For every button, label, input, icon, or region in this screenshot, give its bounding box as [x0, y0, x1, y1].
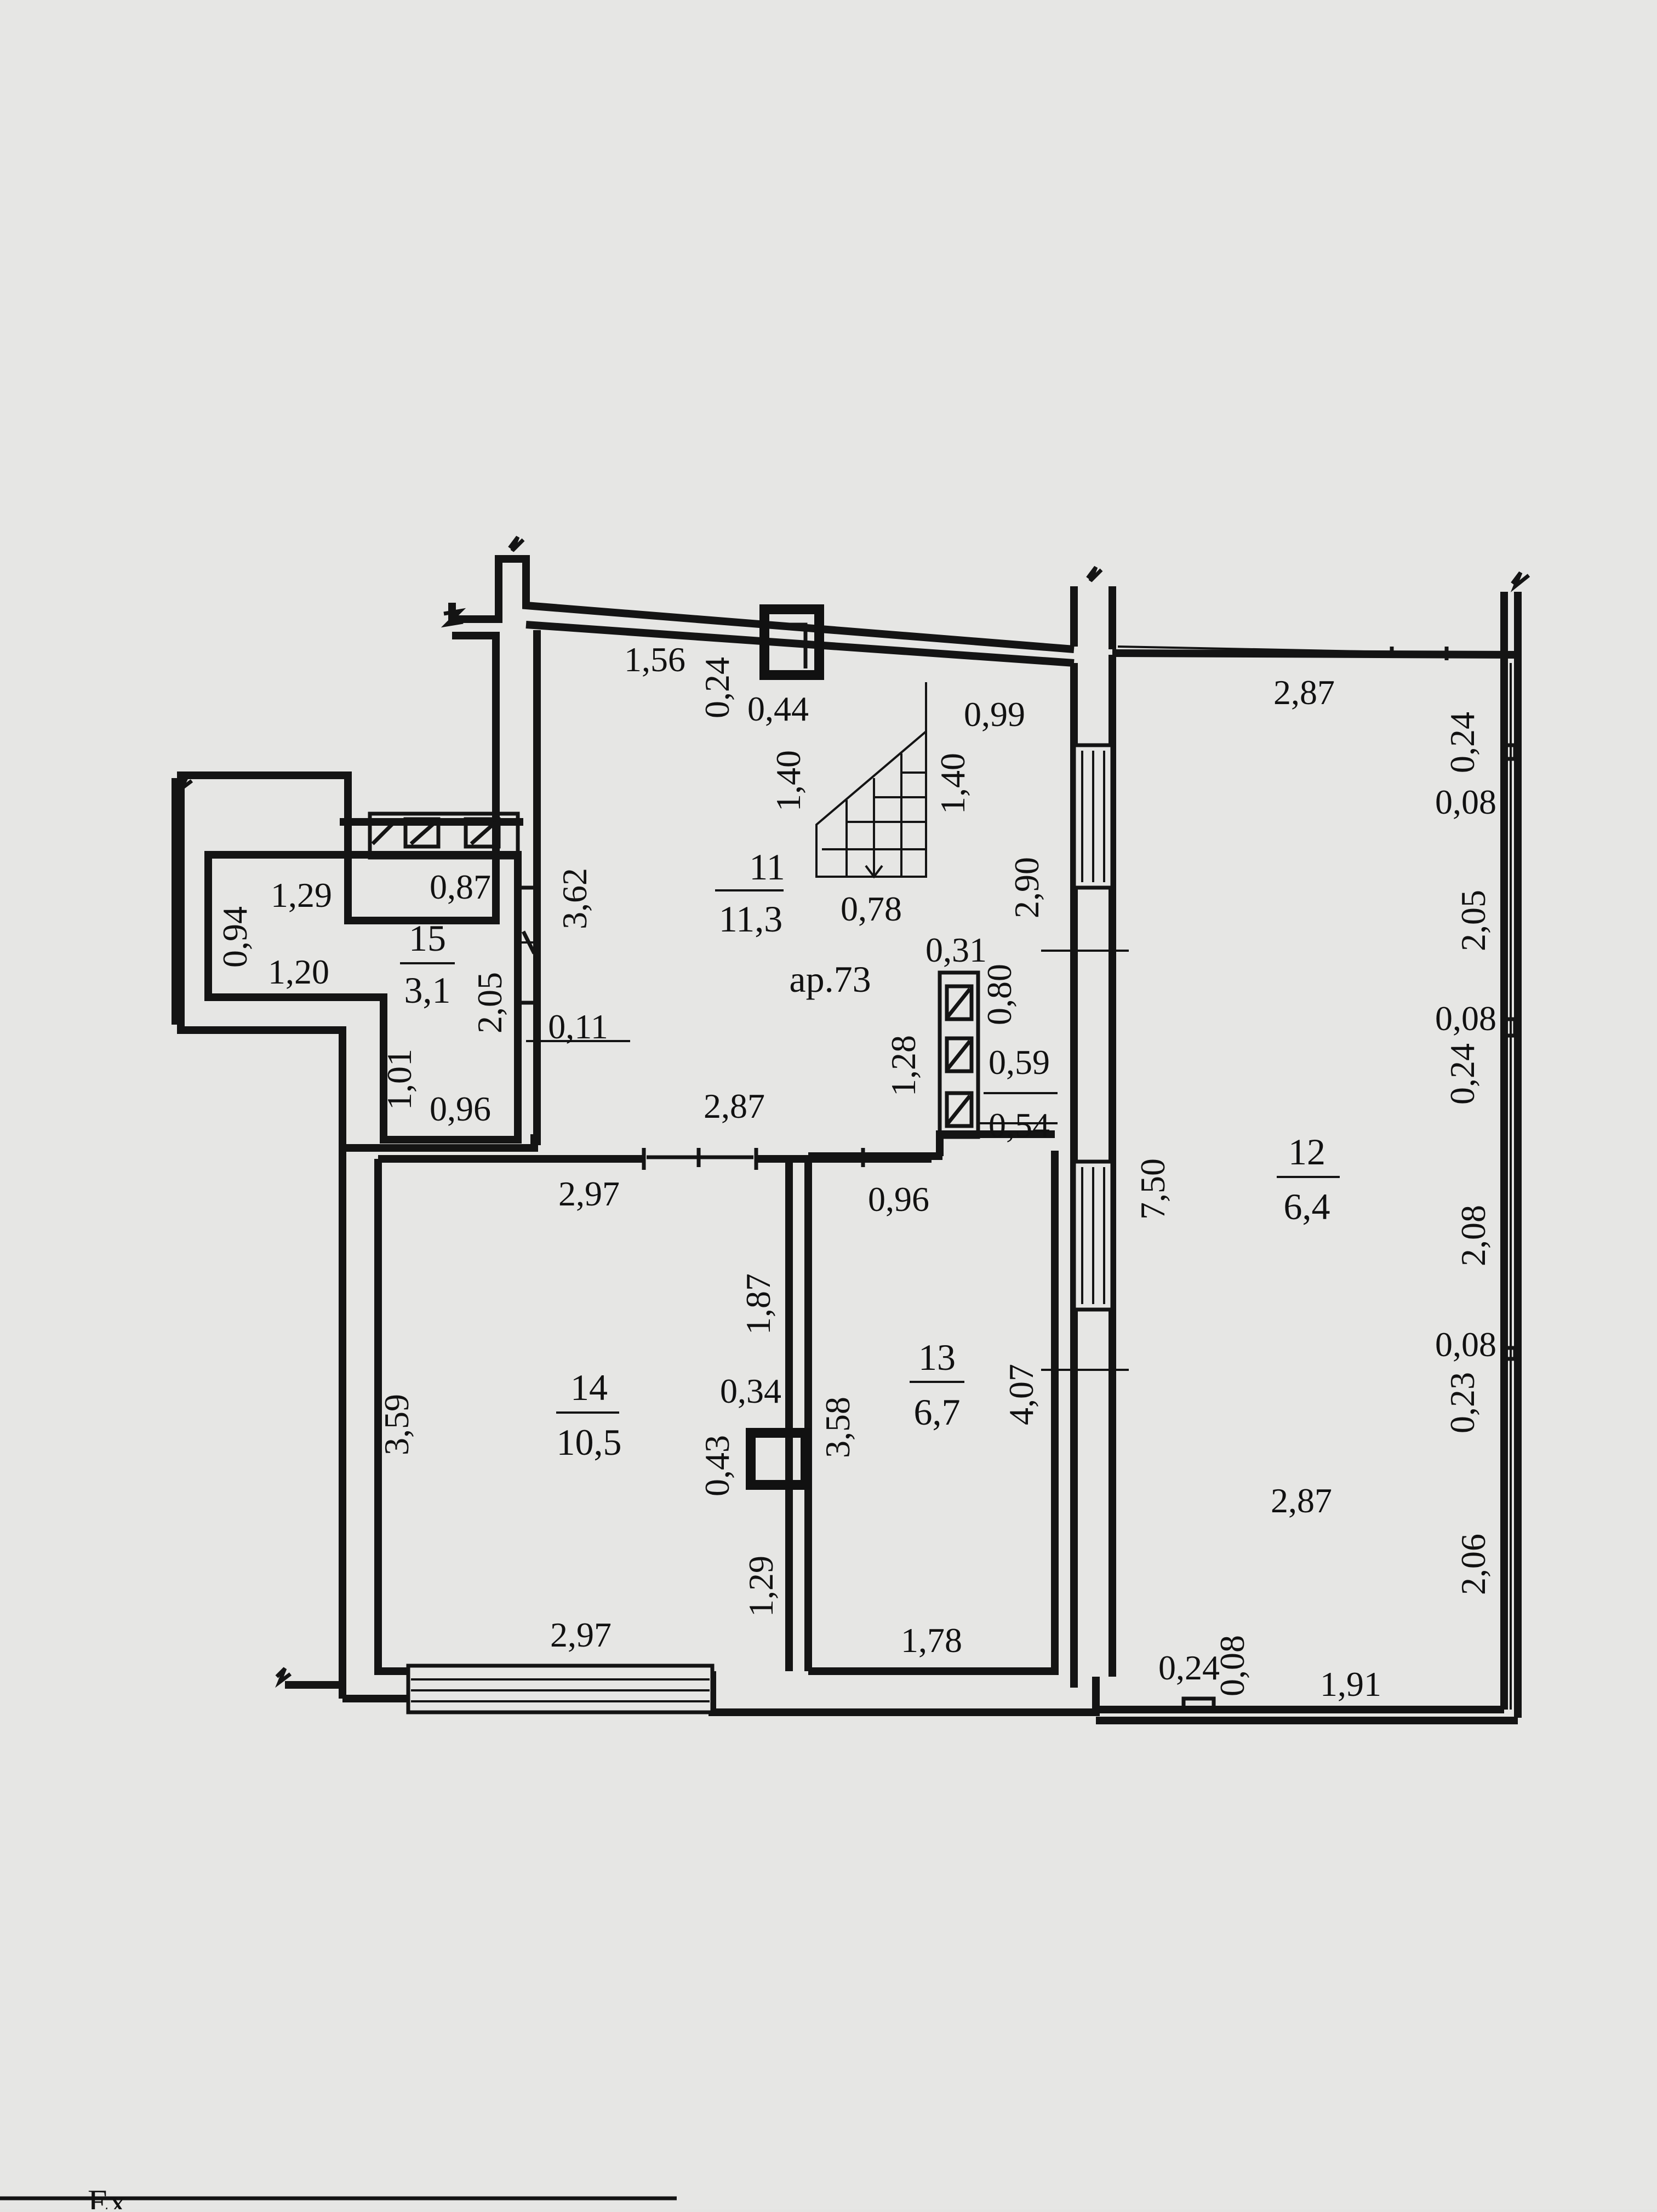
- dim-label: 4,07: [1002, 1364, 1041, 1425]
- dim-label: 0,44: [747, 689, 809, 728]
- dim-label: 2,97: [558, 1174, 620, 1213]
- dim-label: 0,08: [1435, 999, 1496, 1038]
- dim-label: 2,87: [704, 1087, 765, 1125]
- dim-label: 3,58: [818, 1397, 857, 1458]
- dim-label: 0,54: [989, 1106, 1050, 1145]
- window-room14: [406, 1664, 715, 1714]
- room-11-number: 11: [749, 846, 785, 888]
- dim-label: 0,08: [1213, 1635, 1252, 1696]
- room-13-number: 13: [918, 1336, 956, 1378]
- dim-label: 0,80: [980, 964, 1019, 1025]
- room-14-number: 14: [570, 1367, 608, 1408]
- dimension-labels: 1,56 0,24 0,44 0,99 1,40 1,40 0,78 3,62 …: [215, 640, 1496, 1704]
- room-15-area: 3,1: [404, 969, 451, 1011]
- dim-label: 0,87: [430, 867, 491, 906]
- room-13-area: 6,7: [914, 1391, 961, 1433]
- dim-label: 0,34: [720, 1371, 781, 1410]
- dim-label: 0,24: [698, 657, 736, 718]
- dim-label: 2,08: [1454, 1205, 1493, 1266]
- columns: [746, 604, 824, 1490]
- dim-label: 0,31: [925, 930, 987, 969]
- dim-label: 2,97: [550, 1615, 612, 1654]
- dim-label: 1,40: [769, 750, 808, 811]
- dim-label: 1,78: [901, 1621, 962, 1660]
- dim-label: 0,24: [1158, 1648, 1220, 1687]
- dim-label: 0,11: [548, 1007, 608, 1046]
- dim-label: 2,87: [1271, 1481, 1332, 1520]
- dim-label: 0,59: [989, 1043, 1050, 1082]
- bottom-caption-text: Ex...: [88, 2182, 153, 2209]
- dim-label: 1,29: [271, 876, 332, 914]
- dim-label: 1,87: [739, 1273, 778, 1335]
- stairs: [815, 682, 927, 879]
- room-labels: 11 11,3 12 6,4 13 6,7 14 10,5 15 3,1 ар.…: [400, 846, 1340, 1463]
- dim-label: 3,59: [377, 1394, 416, 1455]
- dim-label: 1,40: [933, 753, 972, 814]
- vent-shafts: [368, 811, 980, 1139]
- dim-label: 1,29: [741, 1556, 780, 1617]
- dim-label: 0,24: [1443, 712, 1482, 773]
- room-15-number: 15: [409, 917, 446, 959]
- room-14-area: 10,5: [557, 1421, 622, 1463]
- dim-label: 1,20: [268, 952, 329, 991]
- dimension-ticks: [515, 647, 1517, 1710]
- dim-label: 0,96: [868, 1180, 929, 1219]
- dim-label: 0,23: [1443, 1372, 1482, 1433]
- dim-label: 0,08: [1435, 782, 1496, 821]
- dim-label: 2,05: [470, 972, 509, 1033]
- windows: [406, 645, 1512, 1714]
- dim-label: 1,56: [624, 640, 685, 679]
- dim-label: 3,62: [555, 868, 594, 929]
- apartment-label: ар.73: [789, 958, 871, 1000]
- room-11-area: 11,3: [719, 898, 782, 940]
- room-12-area: 6,4: [1284, 1186, 1330, 1227]
- dim-label: 1,91: [1320, 1665, 1381, 1704]
- dim-label: 0,94: [215, 906, 254, 968]
- dim-label: 0,43: [698, 1435, 736, 1496]
- dim-label: 0,78: [841, 889, 902, 928]
- wall-break-marks: [174, 535, 1530, 1688]
- bottom-caption: Ex...: [0, 2182, 677, 2212]
- dim-label: 2,05: [1454, 890, 1493, 951]
- dim-label: 2,87: [1273, 673, 1335, 712]
- dim-label: 2,06: [1454, 1534, 1493, 1595]
- dim-label: 7,50: [1133, 1158, 1172, 1220]
- column-top: [759, 604, 824, 680]
- room-12-number: 12: [1288, 1131, 1325, 1173]
- dim-label: 0,99: [964, 695, 1025, 734]
- dim-label: 2,90: [1007, 857, 1046, 918]
- dim-label: 0,24: [1443, 1043, 1482, 1105]
- dim-label: 0,08: [1435, 1325, 1496, 1364]
- dim-label: 1,28: [884, 1035, 923, 1096]
- dim-label: 1,01: [380, 1049, 419, 1110]
- dim-label: 0,96: [430, 1089, 491, 1128]
- column-room14: [746, 1428, 810, 1490]
- doors: [518, 885, 865, 1170]
